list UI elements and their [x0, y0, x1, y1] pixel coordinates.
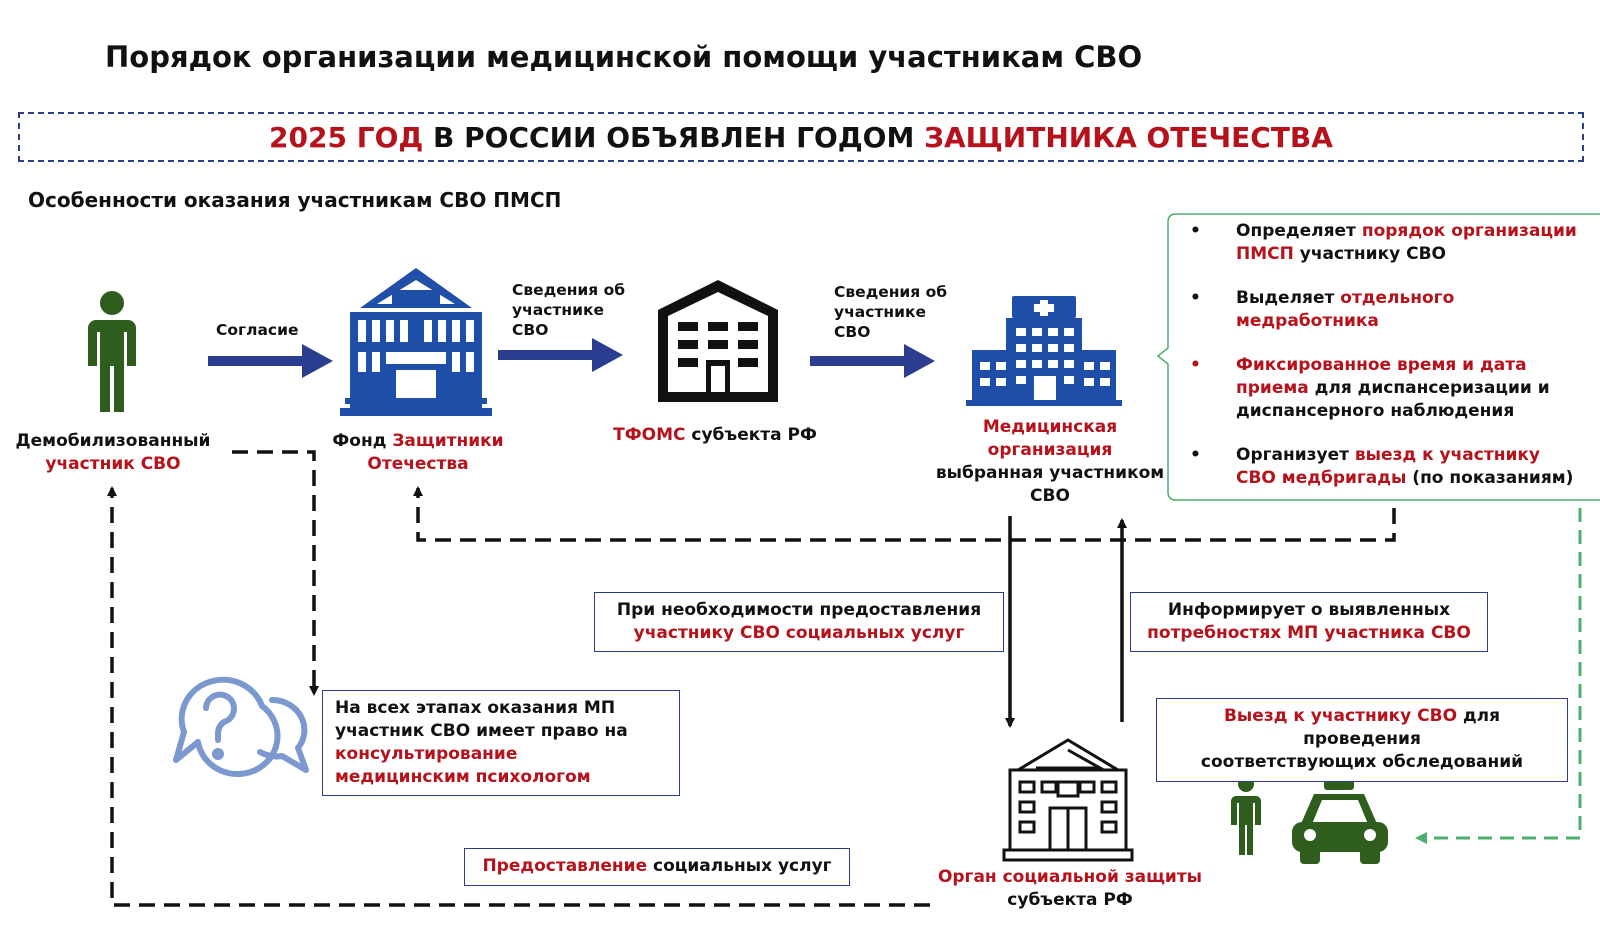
consent-label: Согласие	[216, 321, 299, 339]
visit-box: Выезд к участнику СВО для проведения соо…	[1156, 698, 1568, 782]
info-label-1-line1: Сведения об	[512, 281, 626, 299]
info-label-2-line3: СВО	[834, 323, 871, 341]
info-label-2-line1: Сведения об	[834, 283, 948, 301]
info-label-1-line2: участнике	[512, 301, 604, 319]
provision-red: Предоставление	[482, 856, 648, 876]
section-subtitle: Особенности оказания участникам СВО ПМСП	[28, 188, 562, 212]
duty-4-b: выезд к участнику	[1354, 445, 1540, 465]
social-services-need-line1: При необходимости предоставления	[616, 600, 982, 620]
duty-3-c: приема	[1236, 378, 1309, 398]
info-label-2-line2: участнике	[834, 303, 926, 321]
bullet: •	[1190, 355, 1201, 375]
tfoms-label-red: ТФОМС	[613, 425, 686, 445]
informs-box: Информирует о выявленных потребностях МП…	[1130, 592, 1488, 652]
social-label: Орган социальной защиты субъекта РФ	[920, 866, 1220, 912]
ambulance-icon	[1292, 780, 1388, 864]
duty-2-c: медработника	[1236, 311, 1379, 331]
duty-1-a: Определяет	[1236, 221, 1362, 241]
veteran-label: Демобилизованный участник СВО	[8, 430, 218, 476]
medorg-label: Медицинская организация выбранная участн…	[930, 416, 1170, 508]
duty-4-c: СВО медбригады	[1236, 468, 1407, 488]
duty-item: • Организует выезд к участнику СВО медбр…	[1180, 444, 1600, 490]
person-icon	[88, 291, 136, 412]
social-services-need-box: При необходимости предоставления участни…	[594, 592, 1004, 652]
duty-2-a: Выделяет	[1236, 288, 1341, 308]
duty-4-d: (по показаниям)	[1406, 468, 1574, 488]
duty-item: • Выделяет отдельного медработника	[1180, 287, 1600, 333]
page-title: Порядок организации медицинской помощи у…	[105, 40, 1143, 74]
visit-line1-red: Выезд к участнику СВО	[1223, 706, 1458, 726]
medorg-label-red1: Медицинская	[982, 417, 1118, 437]
duty-1-b: порядок организации	[1361, 221, 1577, 241]
medorg-duties-list: • Определяет порядок организации ПМСП уч…	[1180, 220, 1600, 511]
arrow-info-2	[810, 344, 935, 378]
provision-rest: социальных услуг	[647, 856, 832, 876]
banner-year: 2025 ГОД	[269, 120, 424, 154]
duty-item: • Фиксированное время и дата приема для …	[1180, 354, 1600, 423]
duty-2-b: отдельного	[1340, 288, 1455, 308]
tfoms-building-icon	[658, 280, 778, 402]
duty-item: • Определяет порядок организации ПМСП уч…	[1180, 220, 1600, 266]
informs-line2: потребностях МП участника СВО	[1147, 623, 1471, 643]
fund-label-red2: Отечества	[367, 454, 469, 474]
visit-line3: соответствующих обследований	[1200, 752, 1524, 772]
psychologist-box: На всех этапах оказания МП участник СВО …	[322, 690, 680, 796]
info-label-2: Сведения об участнике СВО	[834, 282, 947, 342]
banner-middle: В РОССИИ ОБЪЯВЛЕН ГОДОМ	[423, 120, 925, 154]
psychologist-line1: На всех этапах оказания МП	[335, 698, 616, 718]
social-building-icon	[1002, 738, 1134, 862]
duty-1-d: участнику СВО	[1293, 244, 1447, 264]
year-banner: 2025 ГОД В РОССИИ ОБЪЯВЛЕН ГОДОМ ЗАЩИТНИ…	[18, 112, 1584, 162]
informs-line1: Информирует о выявленных	[1167, 600, 1451, 620]
duty-3-b: Фиксированное время и дата	[1236, 355, 1527, 375]
info-label-1-line3: СВО	[512, 321, 549, 339]
medorg-label-line4: СВО	[1030, 486, 1070, 506]
visit-line1-rest: для	[1457, 706, 1501, 726]
social-label-line2: субъекта РФ	[1007, 890, 1133, 910]
veteran-label-line1: Демобилизованный	[15, 431, 211, 451]
psychologist-line3: консультирование	[335, 744, 518, 764]
info-label-1: Сведения об участнике СВО	[512, 280, 625, 340]
chat-question-icon	[173, 676, 309, 778]
social-label-red: Орган социальной защиты	[937, 867, 1203, 887]
medorg-label-line3: выбранная участником	[935, 463, 1165, 483]
hospital-icon	[966, 296, 1122, 406]
arrow-info-1	[498, 338, 623, 372]
small-person-icon	[1231, 776, 1261, 855]
arrow-consent	[208, 344, 333, 378]
veteran-label-line2: участник СВО	[45, 454, 181, 474]
medorg-label-red2: организация	[987, 440, 1113, 460]
duty-3-e: диспансерного наблюдения	[1236, 401, 1515, 421]
bullet: •	[1190, 445, 1201, 465]
duty-3-d: для диспансеризации и	[1308, 378, 1550, 398]
provision-box: Предоставление социальных услуг	[464, 848, 850, 886]
visit-line2: проведения	[1303, 729, 1421, 749]
fund-label-red1: Защитники	[392, 431, 504, 451]
tfoms-label: ТФОМС субъекта РФ	[600, 424, 830, 447]
green-dashed-arrow	[1415, 508, 1582, 844]
fund-label-prefix: Фонд	[332, 431, 393, 451]
bullet: •	[1190, 288, 1201, 308]
banner-defender: ЗАЩИТНИКА ОТЕЧЕСТВА	[924, 120, 1333, 154]
fund-label: Фонд Защитники Отечества	[318, 430, 518, 476]
duty-1-c: ПМСП	[1236, 244, 1294, 264]
duty-4-a: Организует	[1236, 445, 1355, 465]
right-panel-bracket	[1156, 213, 1600, 501]
bullet: •	[1190, 221, 1201, 241]
psychologist-line2: участник СВО имеет право на	[335, 721, 628, 741]
dashed-medorg-to-fund	[413, 486, 1396, 542]
fund-building-icon	[340, 268, 492, 416]
tfoms-label-rest: субъекта РФ	[685, 425, 817, 445]
social-services-need-line2: участнику СВО социальных услуг	[633, 623, 965, 643]
psychologist-line4: медицинским психологом	[335, 767, 591, 787]
dashed-veteran-to-psych	[232, 450, 319, 696]
